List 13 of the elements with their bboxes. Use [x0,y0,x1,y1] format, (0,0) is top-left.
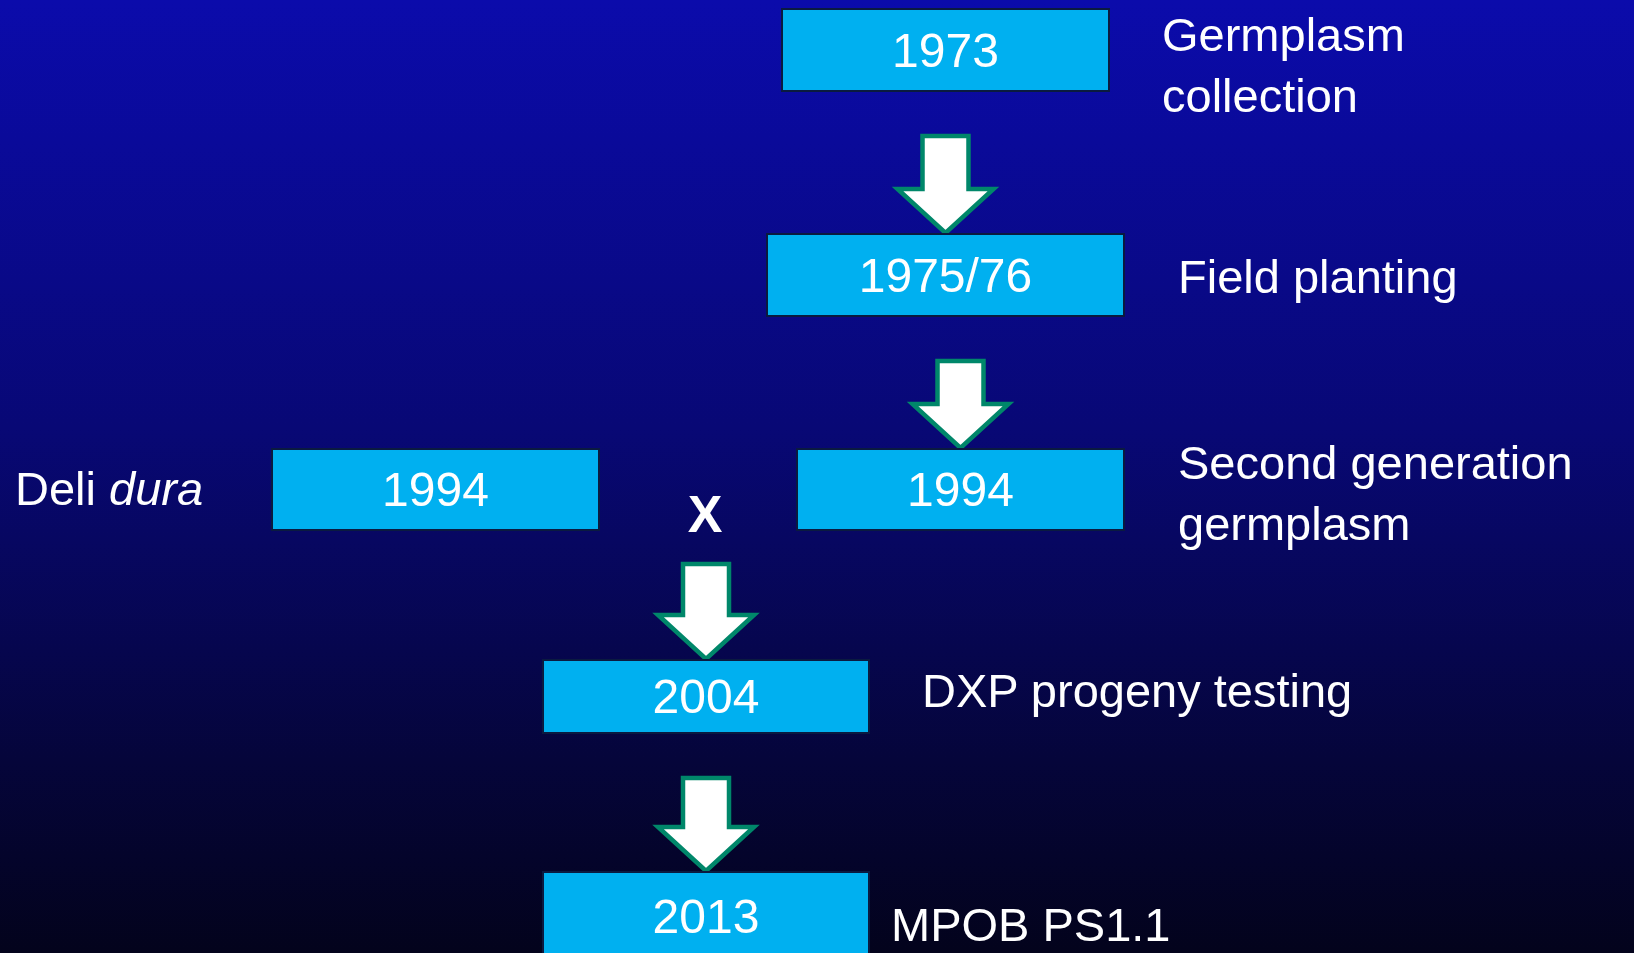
stage-label: DXP progeny testing [922,663,1354,719]
year-box: 1994 [271,448,600,531]
stage-label: MPOB PS1.1 [891,897,1172,953]
stage-label: Second generation germplasm [1178,435,1574,553]
year-box: 1994 [796,448,1125,531]
cross-symbol: X [670,478,740,550]
year-box: 2013 [542,871,870,953]
stage-label: Germplasm collection [1162,7,1406,125]
stage-label: Deli dura [15,461,205,517]
stage-label: Field planting [1178,249,1459,305]
year-box: 1975/76 [766,233,1125,317]
year-box: 2004 [542,659,870,734]
year-box: 1973 [781,8,1110,92]
